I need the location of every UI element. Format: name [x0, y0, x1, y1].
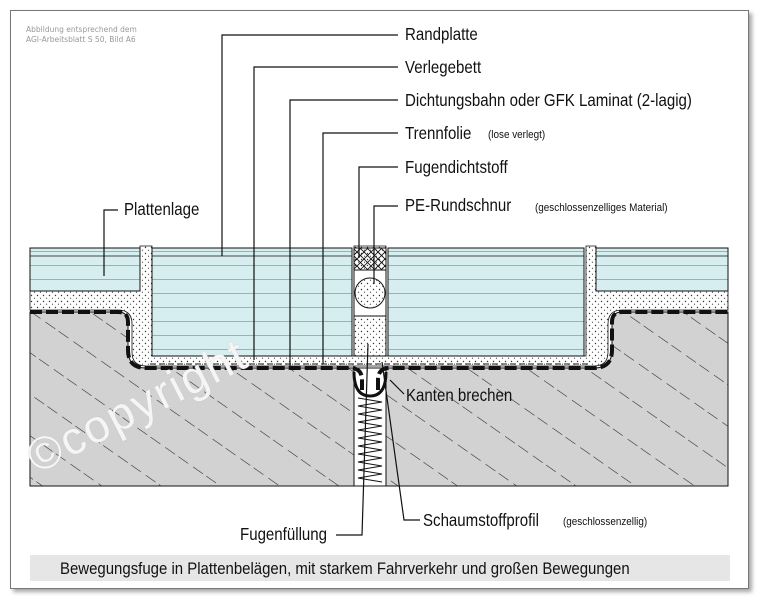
label-randplatte: Randplatte: [405, 24, 478, 44]
main-tile-right: [387, 247, 585, 357]
label-schaumstoffprofil-note: (geschlossenzellig): [563, 516, 648, 528]
leader-randplatte: [221, 34, 398, 256]
label-fugenfuellung: Fugenfüllung: [240, 524, 328, 544]
foam-profile: [357, 397, 383, 483]
leader-schaumstoffprofil: [381, 361, 420, 521]
caption-bar: [30, 555, 730, 581]
joint-filler: [353, 315, 387, 357]
label-kanten-brechen: Kanten brechen: [406, 385, 513, 405]
label-fugendichtstoff: Fugendichtstoff: [405, 157, 508, 177]
label-trennfolie-note: (lose verlegt): [488, 129, 546, 141]
leader-plattenlage: [103, 209, 118, 276]
leader-verlegebett: [253, 66, 398, 360]
leader-dichtungsbahn: [289, 99, 398, 366]
label-pe-rundschnur-note: (geschlossenzelliges Material): [535, 202, 668, 214]
label-dichtungsbahn: Dichtungsbahn oder GFK Laminat (2-lagig): [405, 90, 692, 110]
leader-fugendichtstoff: [358, 166, 398, 258]
leader-lines: [103, 34, 420, 536]
label-plattenlage: Plattenlage: [124, 199, 200, 219]
pe-backer-rod: [353, 269, 387, 317]
waterproofing-membrane: [30, 310, 728, 390]
main-tile-left: [151, 247, 353, 357]
source-note: Abbildung entsprechend dem AGI-Arbeitsbl…: [26, 25, 137, 44]
leader-fugenfuellung: [336, 343, 369, 536]
label-pe-rundschnur: PE-Rundschnur: [405, 195, 512, 215]
edge-tile-left: [29, 247, 141, 292]
leader-kanten-brechen: [389, 379, 405, 395]
label-schaumstoffprofil: Schaumstoffprofil: [423, 510, 540, 530]
edge-tile-right: [595, 247, 729, 292]
figure-caption: Bewegungsfuge in Plattenbelägen, mit sta…: [60, 559, 630, 578]
label-trennfolie: Trennfolie: [405, 123, 472, 143]
label-verlegebett: Verlegebett: [405, 57, 482, 77]
leader-trennfolie: [322, 132, 398, 364]
leader-pe-rundschnur: [373, 205, 398, 284]
